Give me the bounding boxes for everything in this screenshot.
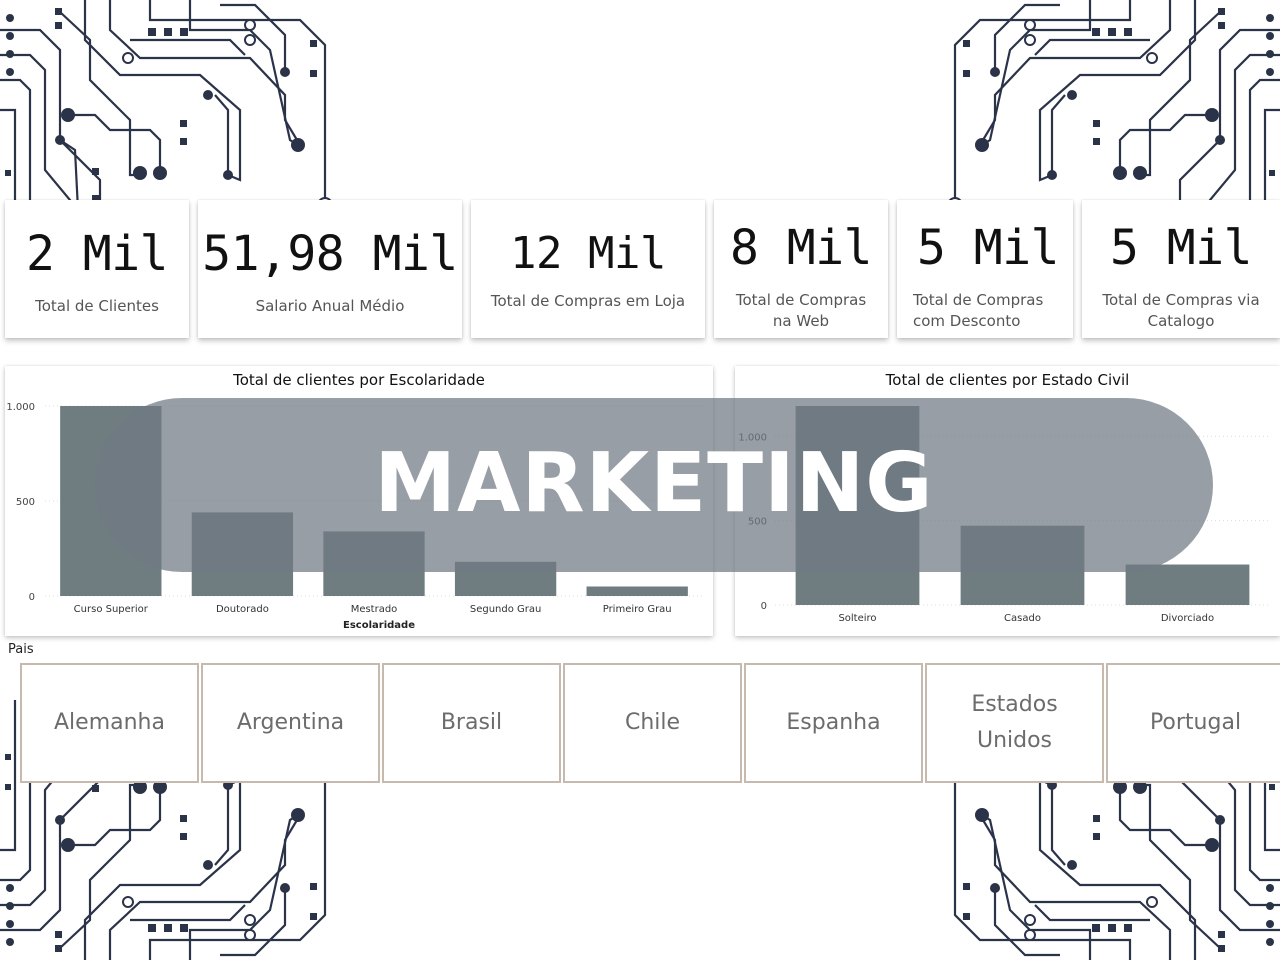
kpi-card-total-clientes: 2 Mil Total de Clientes [5, 200, 189, 338]
y-tick-label: 1.000 [6, 402, 35, 413]
category-label: Doutorado [216, 604, 269, 615]
category-label: Solteiro [838, 613, 876, 624]
kpi-card-compras-catalogo: 5 Mil Total de Compras via Catalogo [1082, 200, 1280, 338]
country-label-line: Alemanha [54, 710, 165, 735]
country-tile[interactable]: Espanha [744, 663, 923, 783]
country-tile-label: Brasil [441, 705, 502, 741]
kpi-label-line: Catalogo [1147, 312, 1215, 330]
country-label-line: Estados [971, 692, 1058, 717]
kpi-card-compras-loja: 12 Mil Total de Compras em Loja [471, 200, 705, 338]
country-label-line: Portugal [1149, 710, 1242, 735]
bar [1125, 564, 1250, 605]
kpi-label-line: com Desconto [913, 312, 1021, 330]
kpi-label: Total de Compras com Desconto [903, 290, 1067, 332]
x-axis-label: Escolaridade [343, 620, 415, 631]
chart-title: Total de clientes por Escolaridade [232, 371, 485, 389]
kpi-value: 5 Mil [1110, 220, 1253, 276]
country-label-line: Argentina [236, 710, 345, 735]
y-tick-label: 500 [16, 497, 35, 508]
kpi-label: Total de Compras via Catalogo [1088, 290, 1274, 332]
country-tile[interactable]: Portugal [1106, 663, 1280, 783]
kpi-value: 51,98 Mil [202, 226, 458, 282]
country-tile-label: Chile [625, 705, 680, 741]
kpi-label: Total de Compras na Web [720, 290, 882, 332]
country-tile[interactable]: Argentina [201, 663, 380, 783]
kpi-value: 8 Mil [730, 220, 873, 276]
country-label-line: Espanha [786, 710, 881, 735]
kpi-row: 2 Mil Total de Clientes 51,98 Mil Salari… [0, 200, 1280, 340]
country-slicer: Alemanha Argentina Brasil Chile Espanha Estad… [20, 663, 1280, 785]
country-tile[interactable]: Brasil [382, 663, 561, 783]
chart-title: Total de clientes por Estado Civil [885, 371, 1130, 389]
category-label: Casado [1004, 613, 1041, 624]
kpi-label: Salario Anual Médio [255, 297, 405, 315]
category-label: Primeiro Grau [603, 604, 672, 615]
kpi-label-line: na Web [772, 312, 830, 330]
category-label: Divorciado [1161, 613, 1214, 624]
slicer-title: Pais [8, 642, 34, 657]
bar [586, 586, 688, 596]
y-tick-label: 0 [761, 601, 767, 612]
marketing-banner: MARKETING [95, 398, 1213, 572]
kpi-value: 5 Mil [917, 220, 1060, 276]
kpi-value: 2 Mil [26, 226, 169, 282]
kpi-label: Total de Clientes [35, 297, 159, 315]
kpi-label: Total de Compras em Loja [490, 292, 686, 310]
category-label: Mestrado [351, 604, 398, 615]
banner-title: MARKETING [374, 436, 934, 531]
country-label-line: Unidos [976, 728, 1053, 753]
kpi-value: 12 Mil [510, 228, 666, 279]
country-tile[interactable]: Alemanha [20, 663, 199, 783]
y-tick-label: 0 [29, 592, 35, 603]
country-label-line: Brasil [440, 710, 503, 735]
country-tile-label: Alemanha [54, 705, 165, 741]
category-label: Segundo Grau [470, 604, 542, 615]
circuit-decoration-top-right [940, 0, 1280, 280]
country-tile-label: Argentina [237, 705, 344, 741]
country-tile[interactable]: Chile [563, 663, 742, 783]
country-tile-label: Espanha [786, 705, 880, 741]
kpi-label-line: Total de Compras via [1102, 291, 1260, 309]
kpi-card-compras-desconto: 5 Mil Total de Compras com Desconto [897, 200, 1073, 338]
category-label: Curso Superior [74, 604, 149, 615]
kpi-card-compras-web: 8 Mil Total de Compras na Web [714, 200, 888, 338]
kpi-card-salario-anual: 51,98 Mil Salario Anual Médio [198, 200, 462, 338]
country-label-line: Chile [624, 710, 681, 735]
kpi-label-line: Total de Compras [735, 291, 867, 309]
country-tile-label: Portugal [1150, 705, 1241, 741]
kpi-label-line: Total de Compras [913, 291, 1044, 309]
